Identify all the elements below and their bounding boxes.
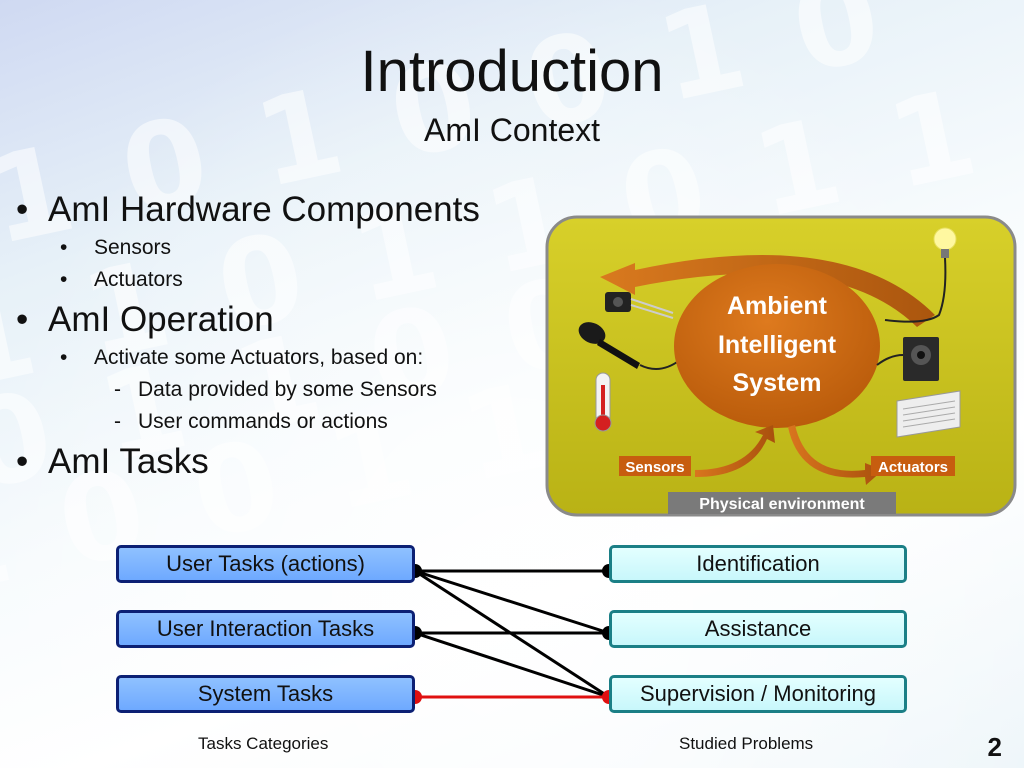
slide-subtitle: AmI Context (423, 112, 601, 148)
bullet-operation: •AmI Operation (16, 300, 274, 339)
bullet-activate: •Activate some Actuators, based on: (60, 346, 424, 369)
thermometer-icon (594, 372, 612, 432)
ambient-intelligence-diagram: Ambient Intelligent System (545, 215, 1017, 517)
bullet-sensors: •Sensors (60, 236, 172, 259)
lightbulb-icon (884, 227, 957, 323)
ambient-intelligent-system-ellipse (674, 264, 880, 428)
environment-label: Physical environment (699, 496, 865, 513)
ir-sensor-icon (605, 292, 674, 319)
task-category-system-tasks: System Tasks (116, 675, 415, 713)
bullet-data-sensors: -Data provided by some Sensors (114, 378, 437, 401)
air-conditioner-icon (896, 390, 961, 438)
center-line-2: Intelligent (718, 331, 837, 359)
bullet-actuators: •Actuators (60, 268, 183, 291)
bullet-list: •AmI Hardware Components •Sensors •Actua… (16, 190, 556, 488)
sensor-input-arrow-icon (695, 425, 775, 477)
actuators-label: Actuators (878, 459, 948, 476)
task-category-user-tasks: User Tasks (actions) (116, 545, 415, 583)
problem-assistance: Assistance (609, 610, 907, 648)
environment-label-bg (668, 492, 896, 514)
feedback-arrow-icon (600, 255, 935, 327)
problem-supervision-monitoring: Supervision / Monitoring (609, 675, 907, 713)
problem-identification: Identification (609, 545, 907, 583)
center-line-1: Ambient (727, 292, 828, 320)
sensors-label-bg (619, 456, 691, 476)
task-category-user-interaction: User Interaction Tasks (116, 610, 415, 648)
bullet-tasks: •AmI Tasks (16, 442, 209, 481)
page-number: 2 (987, 732, 1002, 762)
slide-title: Introduction (360, 39, 664, 104)
center-line-3: System (733, 369, 822, 397)
tasks-categories-caption: Tasks Categories (198, 734, 329, 753)
actuators-label-bg (871, 456, 955, 476)
studied-problems-caption: Studied Problems (679, 734, 814, 753)
bullet-hardware: •AmI Hardware Components (16, 190, 480, 229)
bullet-user-commands: -User commands or actions (114, 410, 388, 433)
actuator-output-arrow-icon (788, 425, 883, 485)
speaker-icon (876, 337, 939, 381)
sensors-label: Sensors (625, 459, 684, 476)
